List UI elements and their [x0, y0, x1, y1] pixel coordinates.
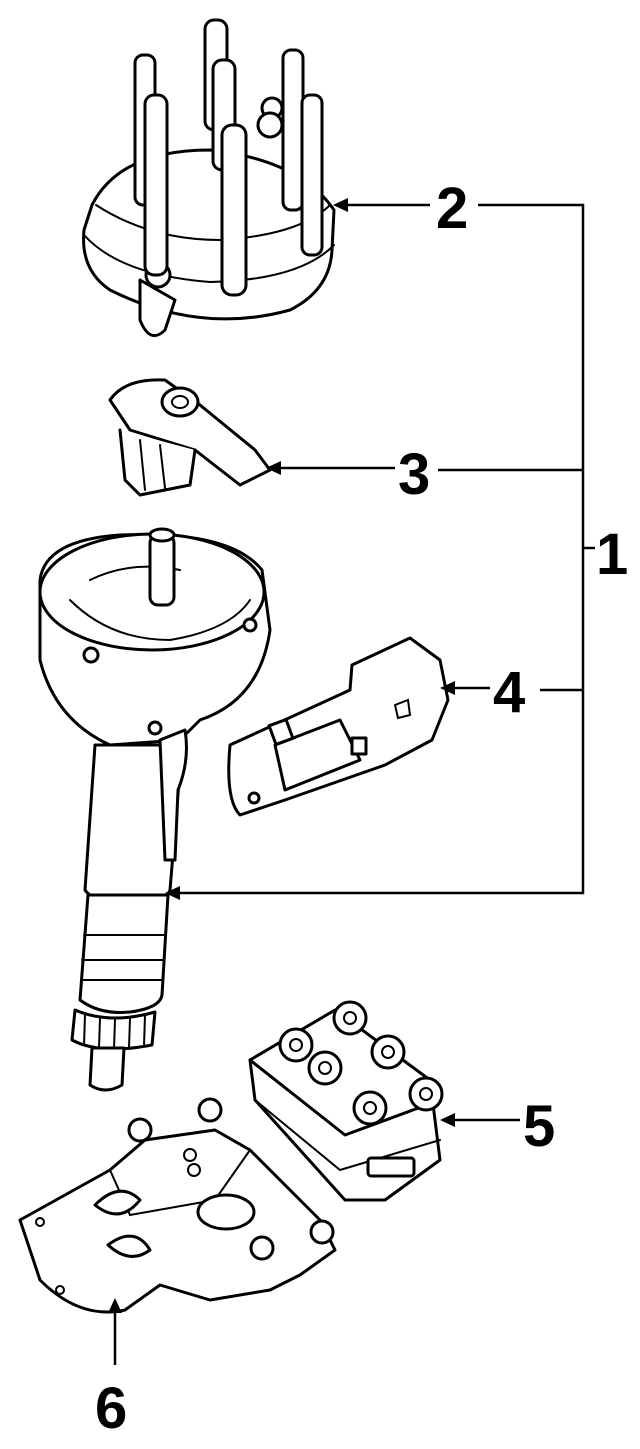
callout-3: 3: [398, 442, 430, 507]
arrowhead-6: [108, 1298, 122, 1313]
coil-terminals: [278, 1000, 444, 1126]
arrowhead-2: [333, 198, 348, 212]
callout-6: 6: [95, 1376, 127, 1441]
mounting-bracket[interactable]: [18, 1097, 337, 1314]
ignition-coil[interactable]: [248, 1000, 444, 1202]
rotor[interactable]: [108, 378, 272, 497]
callout-labels: 1 2 3 4 5 6: [95, 176, 628, 1441]
arrowhead-4: [440, 681, 455, 695]
distributor-cap[interactable]: [82, 18, 336, 338]
arrowhead-1: [165, 886, 180, 900]
callout-5: 5: [523, 1094, 555, 1159]
distributor-housing[interactable]: [38, 527, 272, 1092]
arrowheads: [108, 198, 455, 1313]
callout-2: 2: [436, 176, 468, 241]
leader-lines: [113, 203, 595, 1365]
callout-1: 1: [596, 522, 628, 587]
arrowhead-3: [266, 461, 281, 475]
ignition-module[interactable]: [227, 636, 450, 817]
arrowhead-5: [440, 1113, 455, 1127]
callout-4: 4: [493, 660, 525, 725]
